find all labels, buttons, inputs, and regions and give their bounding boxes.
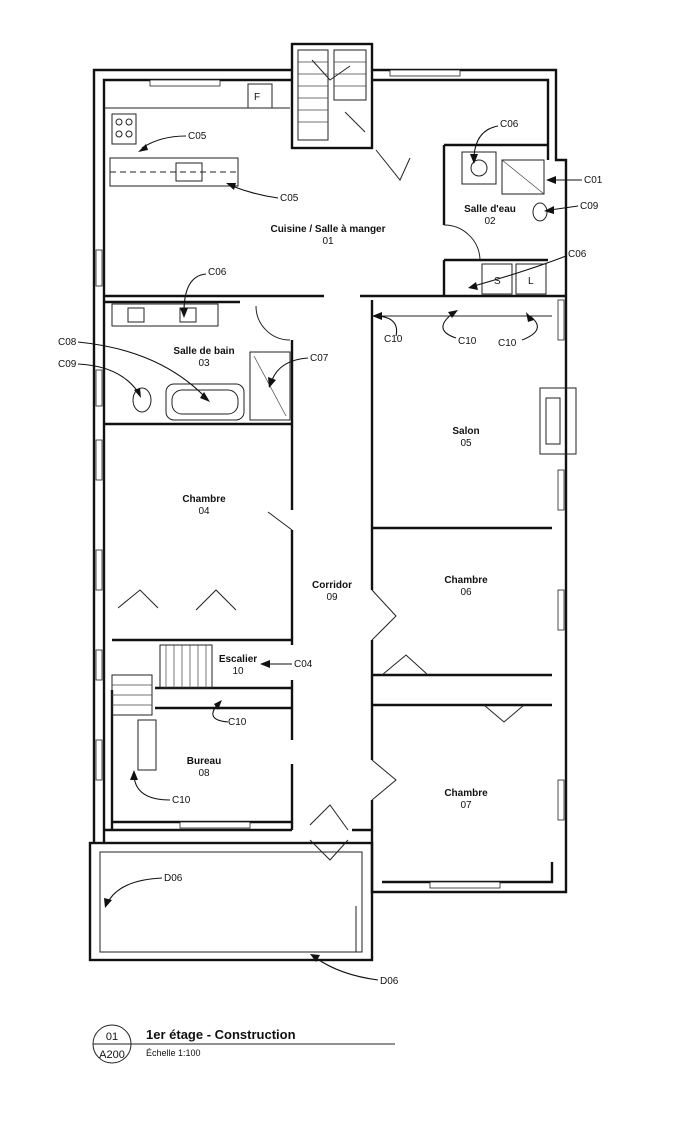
kitchen-fixtures: F S L <box>109 83 548 421</box>
room-number-salle-eau: 02 <box>484 216 496 227</box>
shower-tray-icon <box>461 151 497 185</box>
callout-c10-salon-mid: C10 <box>458 336 477 347</box>
room-number-bureau: 08 <box>198 768 210 779</box>
callout-c09-salle-eau: C09 <box>580 201 599 212</box>
lower-stair <box>111 644 213 771</box>
room-label-salon: Salon <box>452 426 479 437</box>
callout-c09-bath: C09 <box>58 359 77 370</box>
callout-c10-salon-left: C10 <box>384 334 403 345</box>
room-labels: Cuisine / Salle à manger 01 Salle d'eau … <box>173 204 516 811</box>
bathtub-icon <box>165 383 245 421</box>
fridge-label: F <box>254 92 260 103</box>
drawing-number: 01 <box>106 1031 118 1043</box>
sheet-number: A200 <box>99 1049 125 1061</box>
stove-icon <box>111 113 137 145</box>
washer-icon <box>481 263 513 295</box>
room-label-salle-eau: Salle d'eau <box>464 204 516 215</box>
room-label-chambre-06: Chambre <box>444 575 488 586</box>
toilet-icon-2 <box>532 202 548 222</box>
room-number-chambre-06: 06 <box>460 587 472 598</box>
room-label-chambre-07: Chambre <box>444 788 488 799</box>
kitchen-sink-icon <box>175 162 203 182</box>
callout-c05-island: C05 <box>280 193 299 204</box>
callout-c08: C08 <box>58 337 77 348</box>
callout-c07: C07 <box>310 353 329 364</box>
dryer-icon <box>515 263 547 295</box>
callout-d06-balcony-side: D06 <box>164 873 183 884</box>
washer-label: S <box>494 276 501 287</box>
room-number-chambre-04: 04 <box>198 506 210 517</box>
callout-c10-bureau: C10 <box>172 795 191 806</box>
callout-d06-balcony-bottom: D06 <box>380 976 399 987</box>
room-label-corridor: Corridor <box>312 580 352 591</box>
callout-c05-stove: C05 <box>188 131 207 142</box>
toilet-icon <box>132 387 152 413</box>
callouts: C05 C05 C06 C01 C09 C06 C06 C08 C09 <box>58 119 603 987</box>
drawing-title: 1er étage - Construction <box>146 1027 296 1042</box>
callout-c06-shower: C06 <box>500 119 519 130</box>
callout-c04: C04 <box>294 659 313 670</box>
room-number-corridor: 09 <box>326 592 338 603</box>
callout-c06-laundry: C06 <box>568 249 587 260</box>
callout-c10-salon-right: C10 <box>498 338 517 349</box>
room-number-salle-bain: 03 <box>198 358 210 369</box>
room-label-chambre-04: Chambre <box>182 494 226 505</box>
room-label-bureau: Bureau <box>187 756 221 767</box>
room-number-escalier: 10 <box>232 666 244 677</box>
title-block: 01 A200 1er étage - Construction Échelle… <box>92 1024 395 1064</box>
shower-icon <box>249 351 291 421</box>
balcony <box>88 841 374 962</box>
callout-c06-bath: C06 <box>208 267 227 278</box>
callout-c10-escalier: C10 <box>228 717 247 728</box>
drawing-scale: Échelle 1:100 <box>146 1048 201 1058</box>
room-label-escalier: Escalier <box>219 654 257 665</box>
room-label-salle-bain: Salle de bain <box>173 346 234 357</box>
windows <box>95 69 565 889</box>
dryer-label: L <box>528 276 534 287</box>
interior-walls <box>104 143 566 830</box>
room-number-cuisine: 01 <box>322 236 334 247</box>
doors <box>117 149 525 861</box>
room-number-salon: 05 <box>460 438 472 449</box>
room-number-chambre-07: 07 <box>460 800 472 811</box>
room-label-cuisine: Cuisine / Salle à manger <box>270 224 385 235</box>
upper-stair-tower <box>290 42 374 150</box>
fridge-icon <box>247 83 273 109</box>
fireplace <box>539 387 577 455</box>
callout-c01: C01 <box>584 175 603 186</box>
outer-walls <box>92 68 568 894</box>
